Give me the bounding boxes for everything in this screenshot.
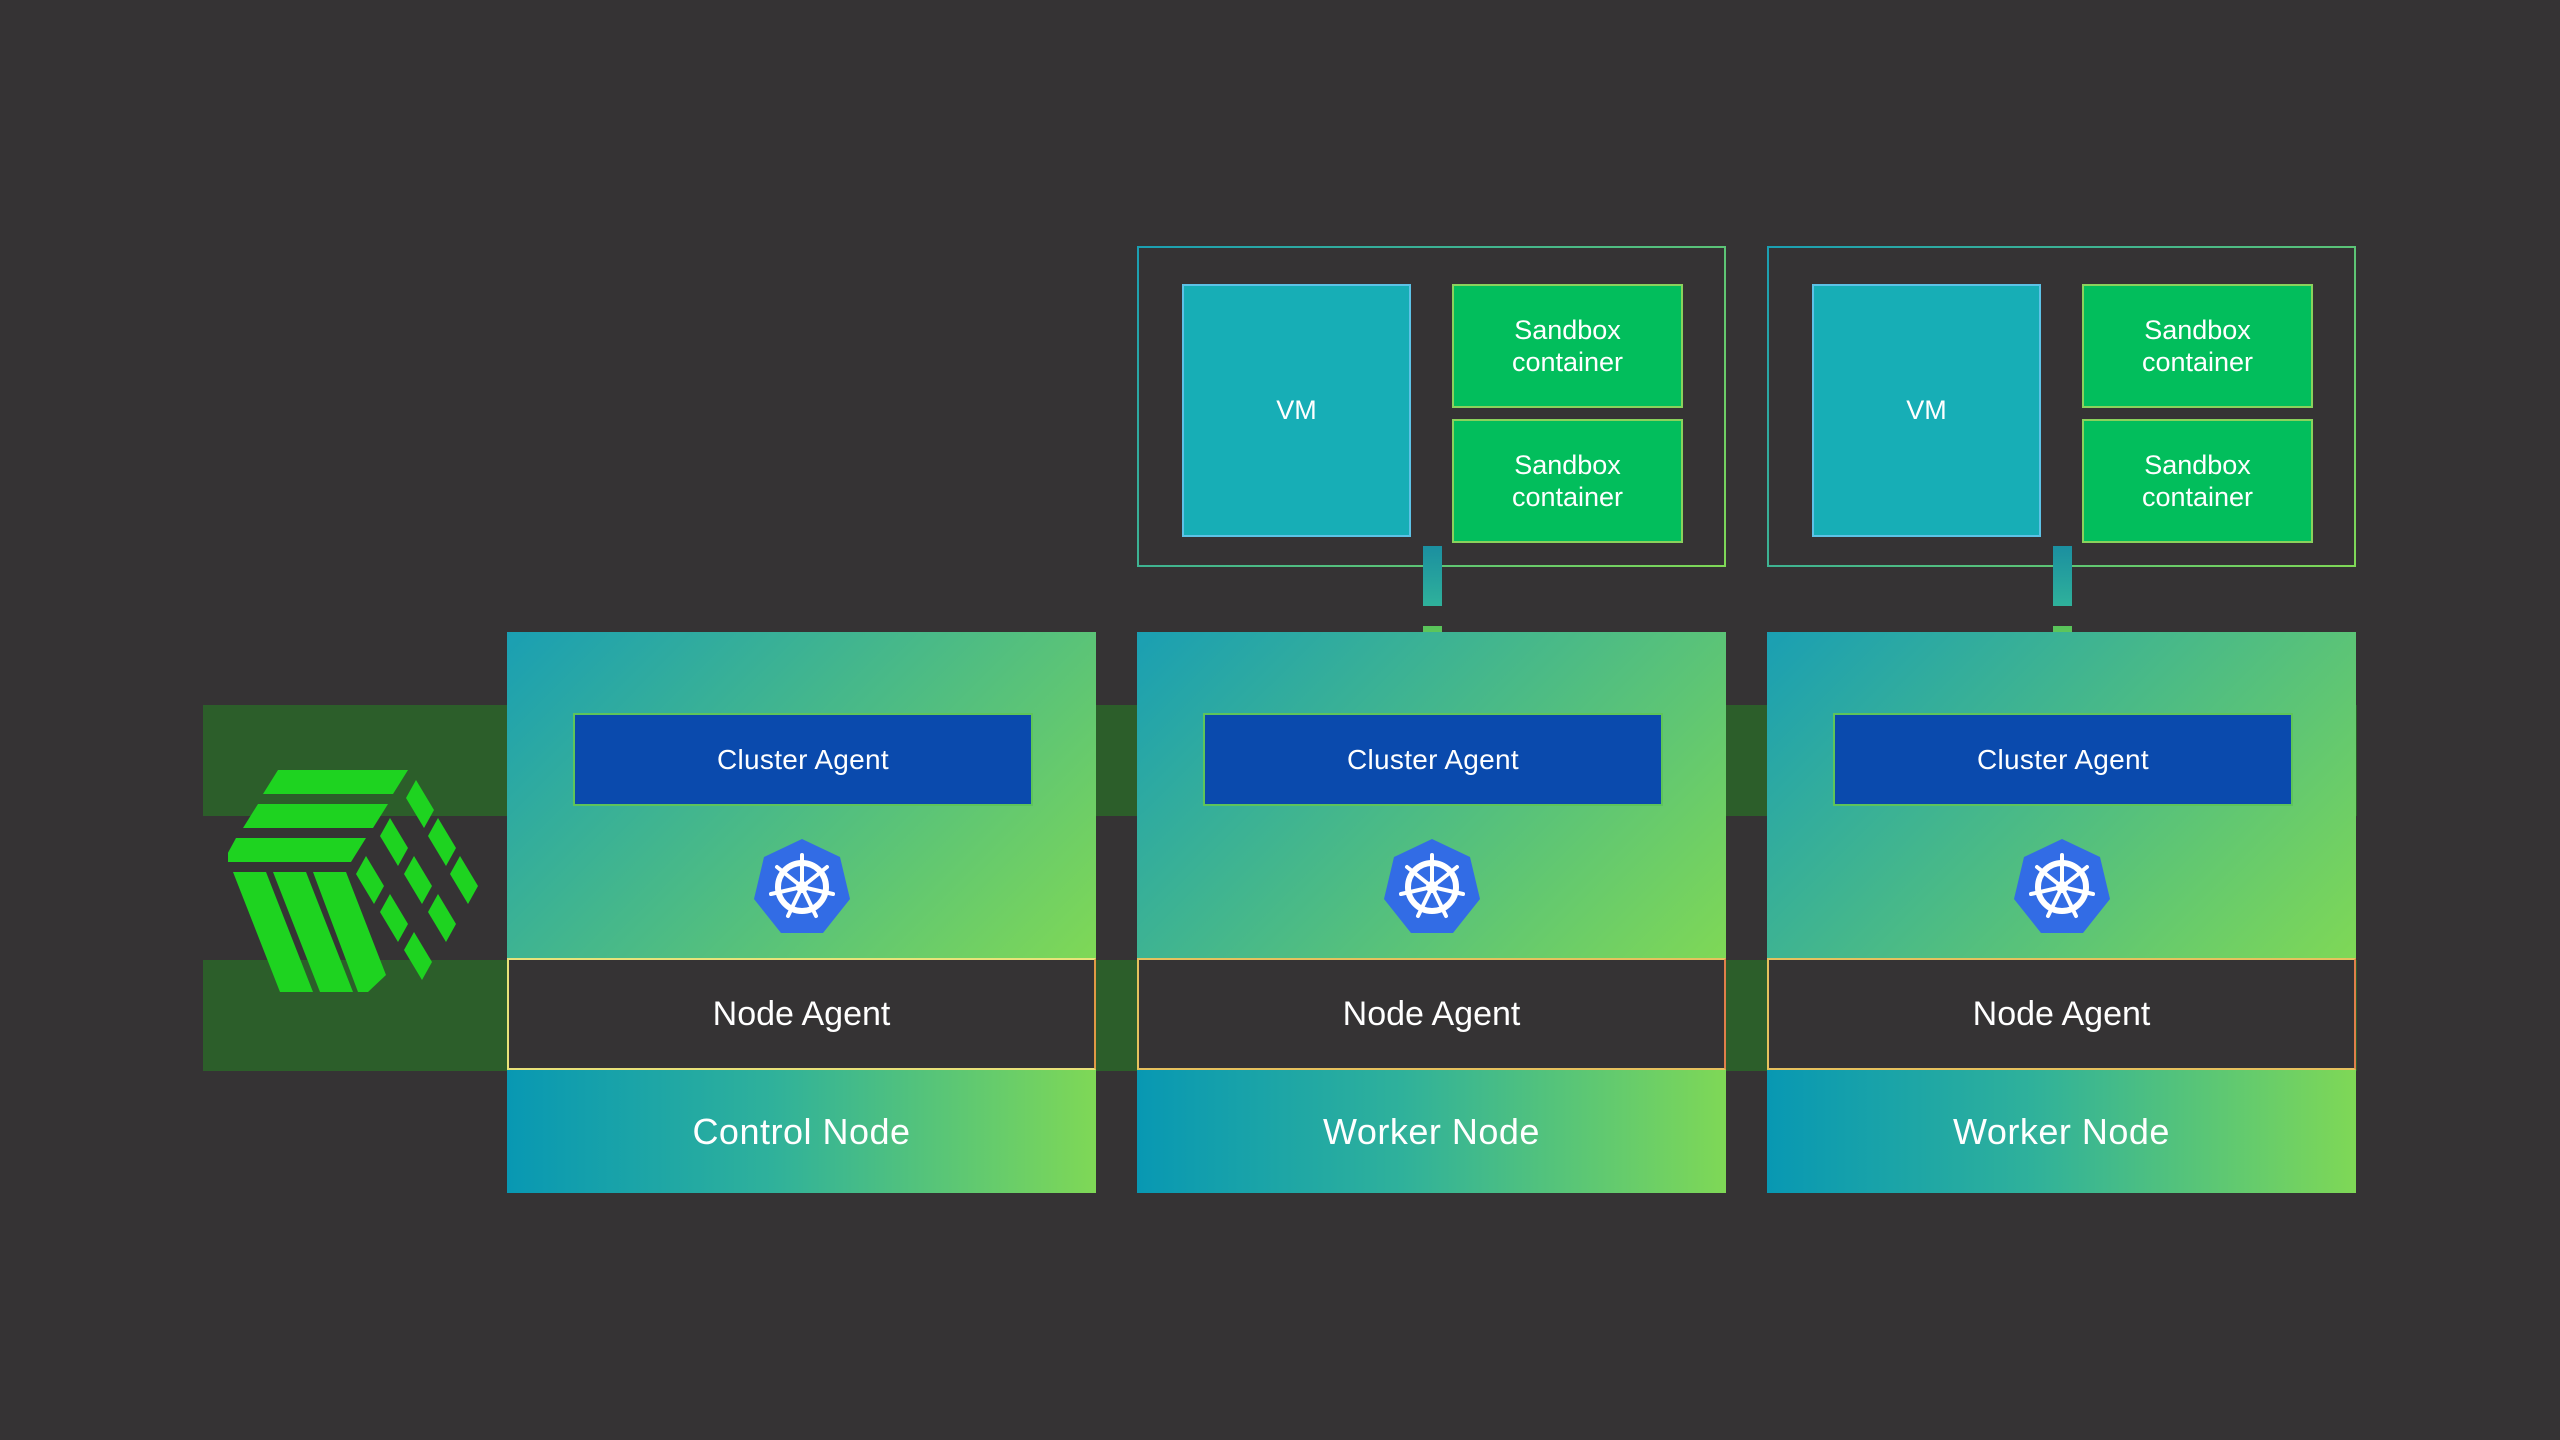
cluster-agent-box: Cluster Agent — [573, 713, 1033, 806]
workload-box: VM Sandbox container Sandbox container — [1137, 246, 1726, 567]
sandbox-label: Sandbox container — [2141, 315, 2254, 377]
sandbox-container-box: Sandbox container — [2082, 419, 2313, 543]
node-label-text: Worker Node — [1953, 1110, 2170, 1152]
node-agent-box: Node Agent — [1767, 958, 2356, 1070]
node-agent-box: Node Agent — [1137, 958, 1726, 1070]
sandbox-label: Sandbox container — [1511, 450, 1624, 512]
cluster-agent-label: Cluster Agent — [1977, 743, 2149, 775]
node-agent-box: Node Agent — [507, 958, 1096, 1070]
worker-node-label: Worker Node — [1767, 1070, 2356, 1193]
kubernetes-helm-icon — [1382, 837, 1482, 937]
sandbox-label: Sandbox container — [2141, 450, 2254, 512]
workload-box: VM Sandbox container Sandbox container — [1767, 246, 2356, 567]
cluster-agent-box: Cluster Agent — [1833, 713, 2293, 806]
vm-box: VM — [1812, 284, 2041, 537]
worker-node-label: Worker Node — [1137, 1070, 1726, 1193]
sandbox-container-box: Sandbox container — [1452, 284, 1683, 408]
sandbox-container-box: Sandbox container — [1452, 419, 1683, 543]
green-cube-logo-icon — [223, 770, 483, 1000]
kubernetes-helm-icon — [752, 837, 852, 937]
node-agent-label: Node Agent — [712, 994, 891, 1033]
cluster-agent-box: Cluster Agent — [1203, 713, 1663, 806]
connector-upper — [2053, 546, 2072, 606]
cluster-agent-label: Cluster Agent — [717, 743, 889, 775]
node-agent-label: Node Agent — [1972, 994, 2151, 1033]
node-agent-label: Node Agent — [1342, 994, 1521, 1033]
connector-upper — [1423, 546, 1442, 606]
node-label-text: Control Node — [692, 1110, 911, 1152]
vm-label: VM — [1276, 395, 1317, 425]
sandbox-container-box: Sandbox container — [2082, 284, 2313, 408]
control-node-label: Control Node — [507, 1070, 1096, 1193]
kubernetes-helm-icon — [2012, 837, 2112, 937]
vm-box: VM — [1182, 284, 1411, 537]
sandbox-label: Sandbox container — [1511, 315, 1624, 377]
cluster-agent-label: Cluster Agent — [1347, 743, 1519, 775]
node-label-text: Worker Node — [1323, 1110, 1540, 1152]
vm-label: VM — [1906, 395, 1947, 425]
